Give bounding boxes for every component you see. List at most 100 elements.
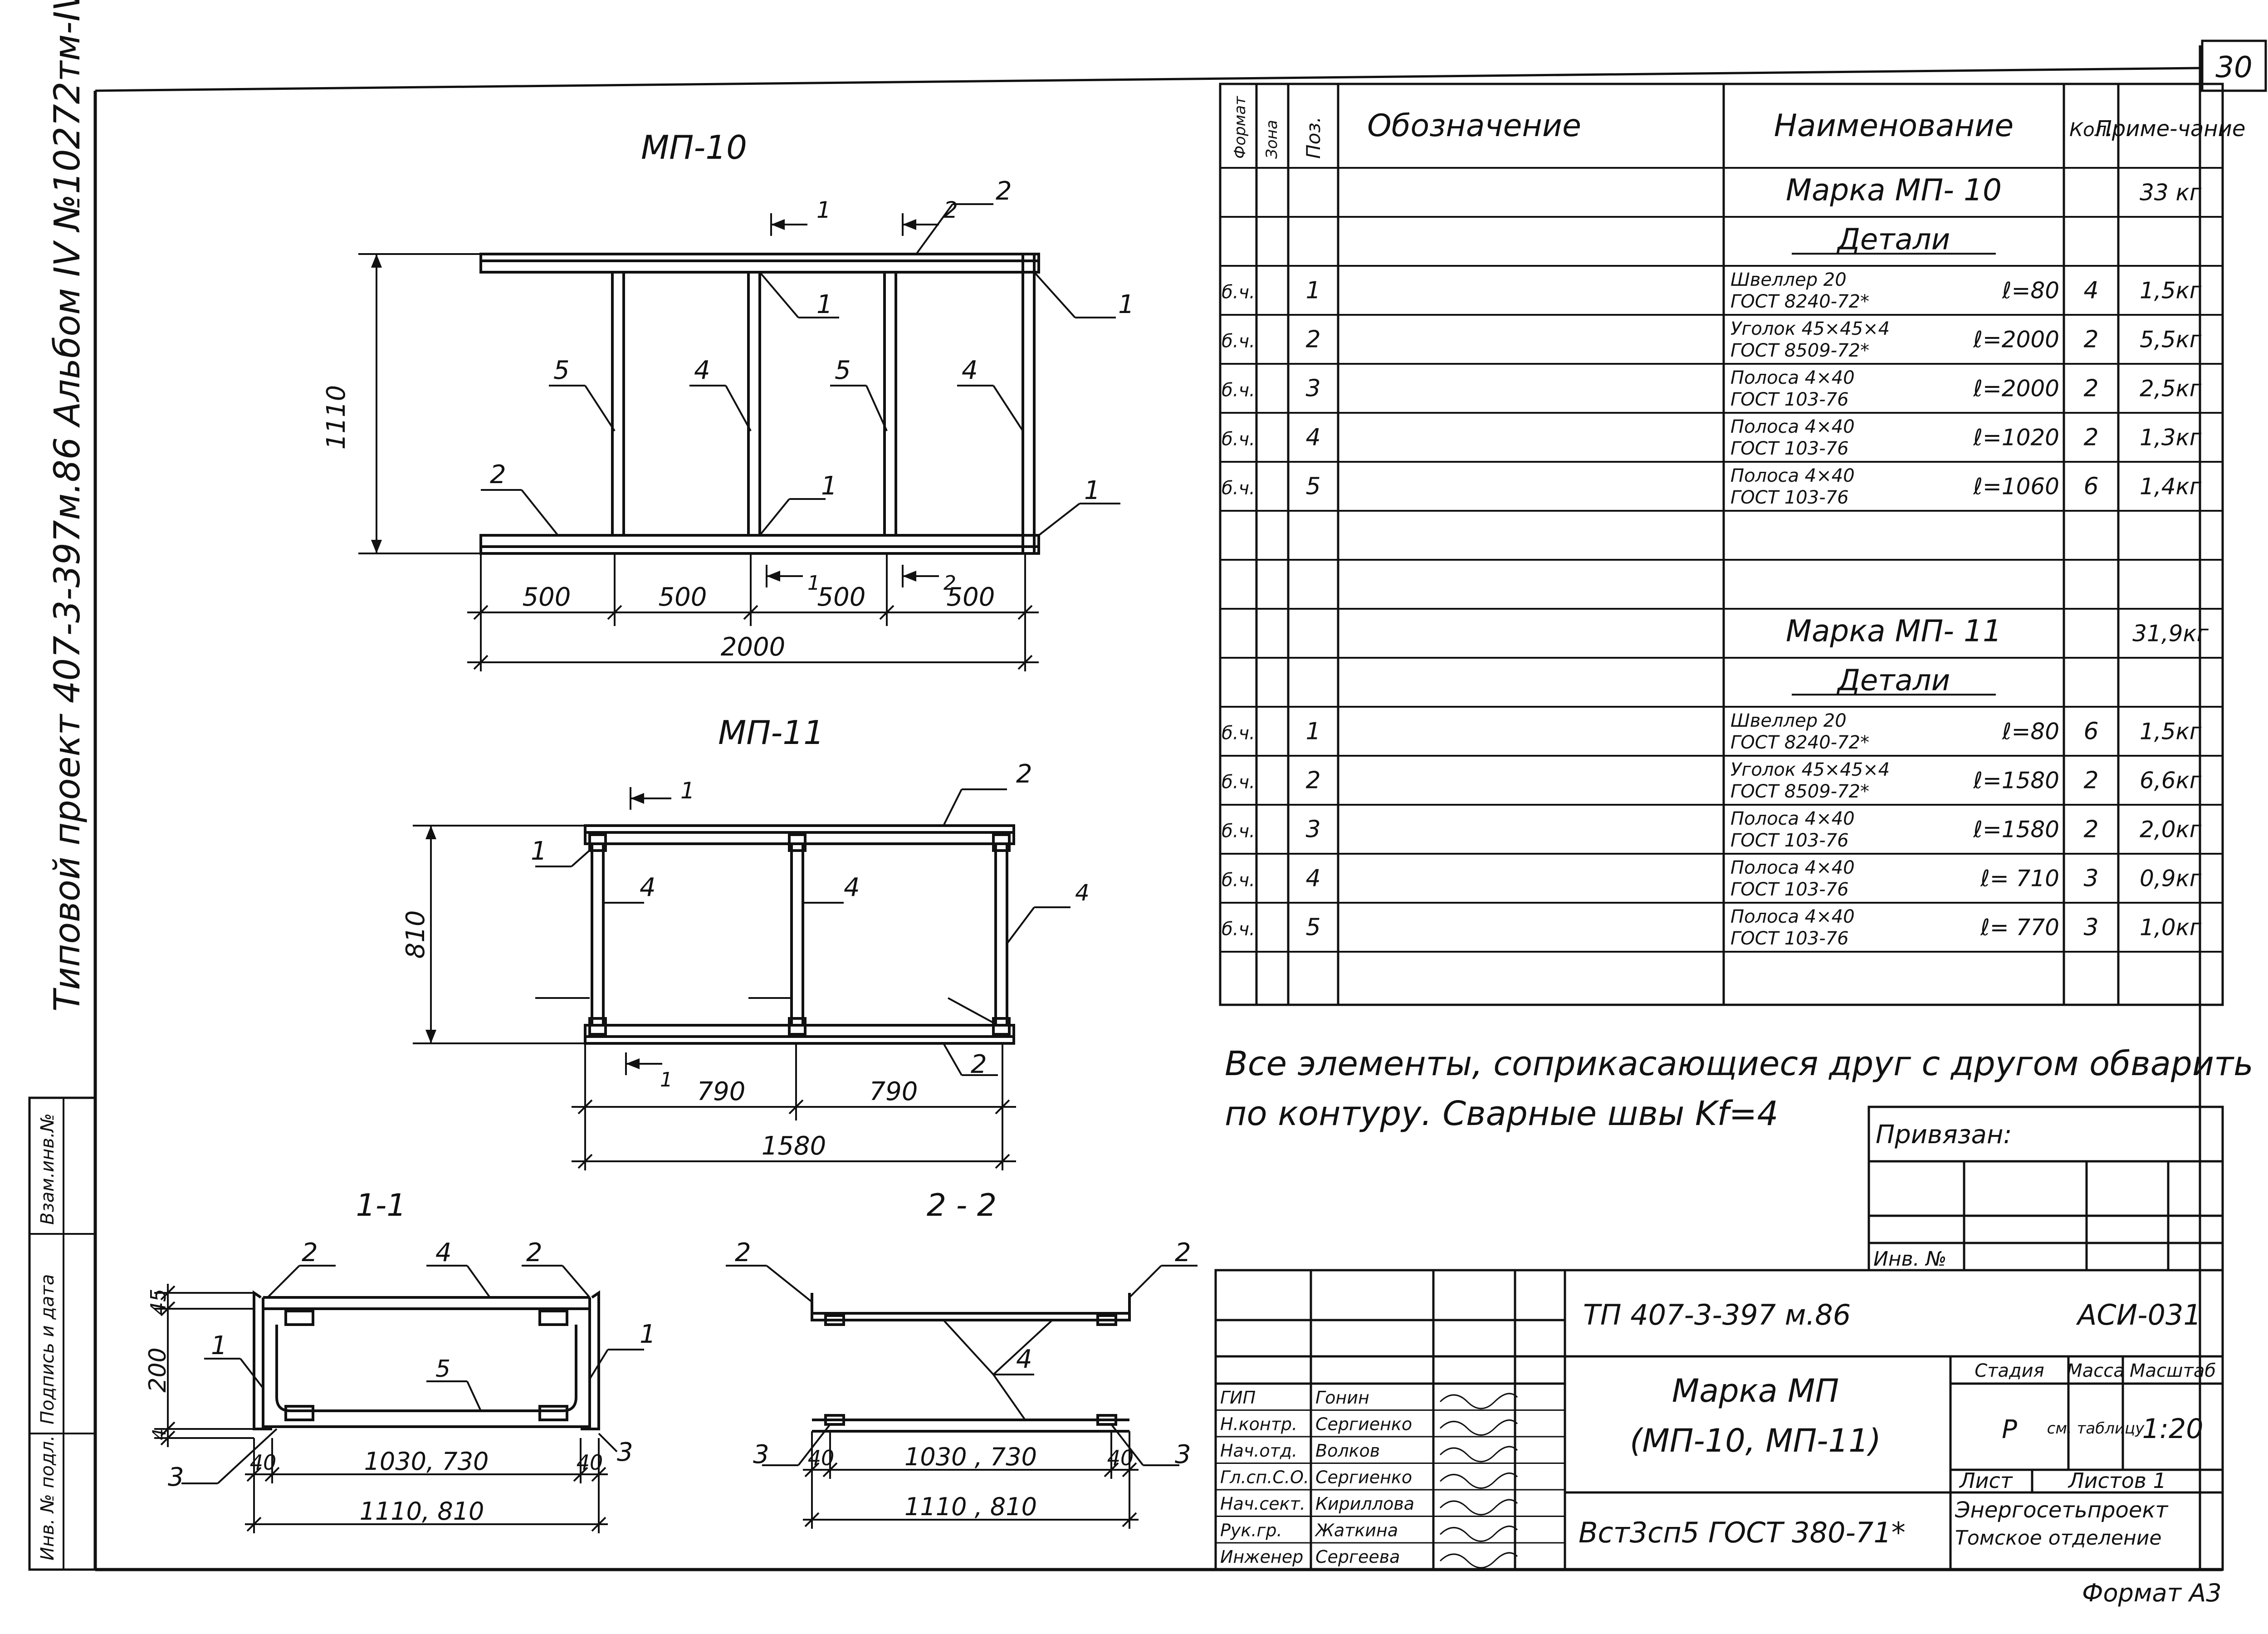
view-section-2-2: 2 - 2 40 1030 , 730 40 1110 , 810 (726, 1188, 1198, 1529)
signature-role: Инженер (1220, 1547, 1303, 1567)
mp10-pos-2-bottom: 2 (490, 460, 506, 489)
spec-cell-name: Полоса 4×40 (1730, 367, 1855, 388)
signature-role: Нач.сект. (1220, 1494, 1305, 1514)
mp11-title: МП-11 (718, 714, 824, 752)
spec-cell-note: 1,3кг (2140, 424, 2202, 450)
spec-cell-qty: 2 (2083, 816, 2098, 843)
spec-cell-qty: 2 (2083, 767, 2098, 794)
mp10-cut-2-top: 2 (943, 197, 958, 223)
binding-block: Привязан: Инв. № (1867, 1106, 2224, 1272)
spec-cell-length: ℓ= 770 (1980, 914, 2059, 940)
spec-cell-qty: 2 (2083, 424, 2098, 451)
spec-cell-length: ℓ=1060 (1973, 473, 2059, 499)
section11-pos-2-left: 2 (302, 1238, 318, 1267)
spec-cell-format: б.ч. (1222, 772, 1255, 793)
signature-name: Сергеева (1315, 1547, 1400, 1567)
spec-cell-pos: 1 (1305, 277, 1320, 304)
mp10-pos-1-mid-top: 1 (816, 290, 833, 319)
section22-pos-3-left: 3 (753, 1440, 769, 1469)
mp11-pos-4-b: 4 (844, 873, 860, 902)
spec-cell-standard: ГОСТ 103-76 (1730, 830, 1849, 851)
spec-cell-section: Детали (1836, 223, 1950, 256)
spec-cell-pos: 3 (1305, 816, 1320, 843)
mp10-cut-2-bottom: 2 (943, 572, 956, 595)
spec-cell-standard: ГОСТ 103-76 (1730, 438, 1849, 459)
spec-header-zone: Зона (1263, 120, 1281, 159)
signature-name: Сергиенко (1315, 1468, 1412, 1487)
spec-cell-note: 1,4кг (2140, 473, 2202, 499)
mp11-height-dim: 810 (401, 910, 430, 959)
spec-cell-note: 5,5кг (2140, 326, 2202, 352)
specification-table: Формат Зона Поз. Обозначение Наименовани… (1219, 83, 2245, 1006)
spec-header-format: Формат (1231, 96, 1249, 159)
section11-leaders (181, 1265, 644, 1484)
signature-name: Волков (1315, 1441, 1380, 1461)
title-scale-value: 1:20 (2142, 1413, 2204, 1445)
spec-cell-name: Полоса 4×40 (1730, 906, 1855, 927)
signature-role: Гл.сп.С.О. (1220, 1468, 1309, 1487)
signature-role: ГИП (1220, 1388, 1256, 1408)
mp10-pos-1-right-top: 1 (1118, 290, 1134, 319)
spec-cell-pos: 3 (1305, 375, 1320, 402)
mp11-dimensions (413, 825, 1016, 1170)
spec-cell-note: 1,5кг (2140, 277, 2202, 303)
title-scale-header: Масштаб (2130, 1360, 2216, 1381)
view-mp11: МП-11 (401, 714, 1090, 1170)
section11-pos-2-right: 2 (526, 1238, 543, 1267)
section22-pos-2-left: 2 (735, 1238, 751, 1267)
section22-profile (811, 1293, 1131, 1433)
mp11-pos-2-bottom: 2 (971, 1050, 987, 1079)
signature-scribble (1439, 1393, 1518, 1409)
section11-pos-1-right: 1 (640, 1320, 656, 1349)
spec-cell-format: б.ч. (1222, 478, 1255, 499)
spec-cell-mark: Марка МП- 10 (1786, 172, 2002, 207)
spec-cell-qty: 2 (2083, 375, 2098, 402)
side-label-inv: Инв. № подл. (37, 1435, 58, 1561)
spec-cell-length: ℓ=2000 (1973, 326, 2059, 352)
spec-cell-qty: 6 (2083, 473, 2098, 500)
spec-cell-standard: ГОСТ 8509-72* (1730, 340, 1869, 361)
spec-grid (1219, 83, 2224, 1006)
section22-pos-3-right: 3 (1175, 1440, 1191, 1469)
signature-scribble (1439, 1526, 1518, 1542)
spec-cell-note: 0,9кг (2140, 865, 2202, 891)
spec-cell-format: б.ч. (1222, 919, 1255, 939)
spec-cell-note: 1,5кг (2140, 718, 2202, 744)
spec-cell-mark: Марка МП- 11 (1786, 613, 2002, 648)
spec-cell-standard: ГОСТ 103-76 (1730, 879, 1849, 900)
section11-dim-200: 200 (144, 1347, 171, 1392)
section11-dim-4: 4 (149, 1429, 170, 1440)
spec-cell-length: ℓ=80 (2002, 277, 2059, 303)
spec-cell-format: б.ч. (1222, 870, 1255, 890)
side-label-sign: Подпись и дата (37, 1274, 58, 1424)
binding-inv-label: Инв. № (1873, 1248, 1946, 1271)
section22-pos-2-right: 2 (1175, 1238, 1191, 1267)
section11-pos-1-left: 1 (211, 1331, 227, 1360)
mp10-pos-5-b: 5 (835, 356, 851, 385)
signature-name: Гонин (1315, 1388, 1369, 1408)
spec-cell-standard: ГОСТ 8240-72* (1730, 732, 1869, 753)
section11-pos-3-left: 3 (168, 1463, 184, 1492)
section11-dim-45: 45 (146, 1289, 171, 1316)
mp11-cut-1-top: 1 (680, 778, 695, 804)
signature-scribble (1439, 1473, 1518, 1489)
mp10-title: МП-10 (641, 128, 747, 166)
spec-cell-name: Уголок 45×45×4 (1730, 318, 1890, 339)
spec-cell-pos: 5 (1305, 914, 1320, 941)
spec-cell-pos: 2 (1305, 326, 1320, 353)
spec-cell-format: б.ч. (1222, 723, 1255, 744)
spec-cell-qty: 6 (2083, 718, 2098, 745)
spec-cell-length: ℓ=80 (2002, 718, 2059, 744)
mp11-total-dim: 1580 (762, 1131, 826, 1161)
section11-dim-inner: 1030, 730 (364, 1447, 489, 1476)
spec-cell-qty: 4 (2083, 277, 2098, 304)
spec-header-pos: Поз. (1302, 117, 1325, 159)
section22-title: 2 - 2 (927, 1188, 997, 1223)
spec-cell-standard: ГОСТ 103-76 (1730, 487, 1849, 508)
title-object-line-1: Марка МП (1672, 1372, 1839, 1409)
mp10-height-dim: 1110 (322, 385, 351, 450)
mp11-span-1: 790 (697, 1077, 746, 1106)
spec-cell-note: 6,6кг (2140, 767, 2202, 793)
